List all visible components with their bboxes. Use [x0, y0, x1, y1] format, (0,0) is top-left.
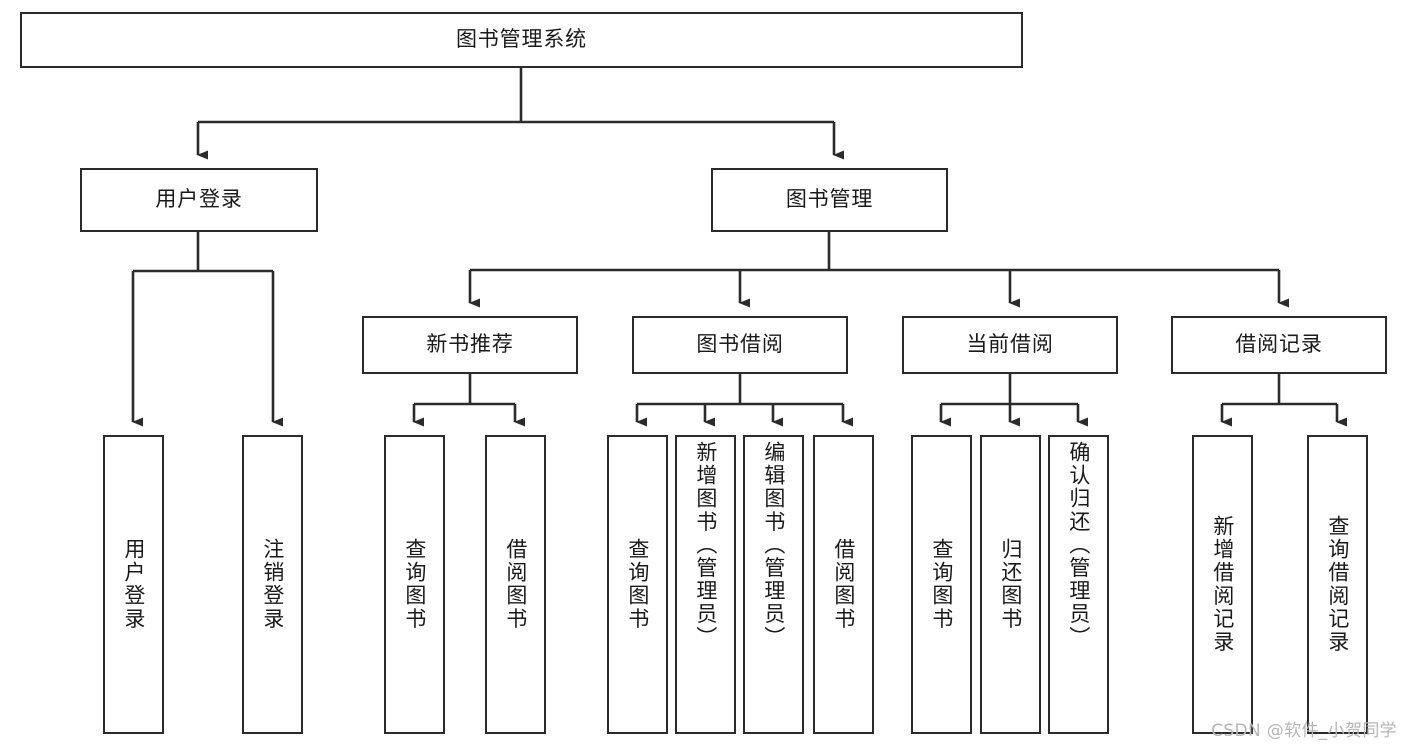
watermark-text: CSDN @软件_小贺同学 — [1211, 721, 1397, 741]
leaf-confirm-return-label: 确认归还（管理员） — [1066, 441, 1091, 649]
node-root[interactable]: 图书管理系统 — [20, 12, 1023, 68]
leaf-edit-book[interactable]: 编辑图书（管理员） — [743, 435, 804, 734]
node-borrow-record[interactable]: 借阅记录 — [1171, 316, 1387, 374]
node-book-manage[interactable]: 图书管理 — [711, 168, 948, 232]
leaf-return-book[interactable]: 归还图书 — [980, 435, 1041, 734]
node-book-manage-label: 图书管理 — [785, 187, 874, 212]
node-book-borrow[interactable]: 图书借阅 — [632, 316, 848, 374]
node-borrow-record-label: 借阅记录 — [1235, 332, 1323, 357]
node-new-book-rec-label: 新书推荐 — [426, 332, 514, 357]
leaf-user-login-label: 用户登录 — [121, 538, 146, 631]
leaf-add-record[interactable]: 新增借阅记录 — [1192, 435, 1253, 734]
node-current-borrow[interactable]: 当前借阅 — [902, 316, 1118, 374]
leaf-query-record-label: 查询借阅记录 — [1325, 515, 1350, 654]
leaf-query-book-1[interactable]: 查询图书 — [384, 435, 445, 734]
leaf-user-login[interactable]: 用户登录 — [103, 435, 164, 734]
node-user-login[interactable]: 用户登录 — [80, 168, 318, 232]
leaf-borrow-book-2-label: 借阅图书 — [831, 538, 856, 631]
node-user-login-label: 用户登录 — [155, 187, 243, 212]
leaf-return-book-label: 归还图书 — [998, 538, 1023, 631]
leaf-add-record-label: 新增借阅记录 — [1210, 515, 1235, 654]
leaf-query-book-3-label: 查询图书 — [929, 538, 954, 631]
leaf-logout-label: 注销登录 — [260, 538, 285, 631]
leaf-confirm-return[interactable]: 确认归还（管理员） — [1048, 435, 1109, 734]
node-root-label: 图书管理系统 — [455, 27, 588, 52]
node-current-borrow-label: 当前借阅 — [966, 332, 1054, 357]
node-book-borrow-label: 图书借阅 — [696, 332, 784, 357]
leaf-edit-book-label: 编辑图书（管理员） — [761, 441, 786, 649]
leaf-add-book-label: 新增图书（管理员） — [693, 441, 718, 649]
leaf-query-book-2-label: 查询图书 — [625, 538, 650, 631]
leaf-borrow-book-1-label: 借阅图书 — [503, 538, 528, 631]
leaf-borrow-book-2[interactable]: 借阅图书 — [813, 435, 874, 734]
leaf-query-book-3[interactable]: 查询图书 — [911, 435, 972, 734]
leaf-add-book[interactable]: 新增图书（管理员） — [675, 435, 736, 734]
node-new-book-rec[interactable]: 新书推荐 — [362, 316, 578, 374]
leaf-query-record[interactable]: 查询借阅记录 — [1307, 435, 1368, 734]
leaf-query-book-2[interactable]: 查询图书 — [607, 435, 668, 734]
leaf-logout[interactable]: 注销登录 — [242, 435, 303, 734]
leaf-query-book-1-label: 查询图书 — [402, 538, 427, 631]
leaf-borrow-book-1[interactable]: 借阅图书 — [485, 435, 546, 734]
